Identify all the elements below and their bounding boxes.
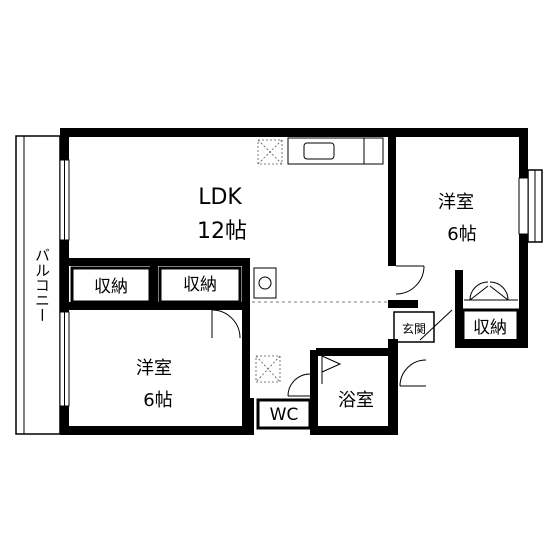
storage-left-label: 収納 (94, 277, 128, 297)
window-left-upper (59, 159, 70, 241)
window-left-lower (59, 311, 70, 407)
storage-right-label: 収納 (473, 318, 507, 338)
storage-boxes (70, 266, 520, 430)
bath-label: 浴室 (338, 390, 374, 411)
ldk-name: LDK (198, 185, 242, 210)
western-left-name: 洋室 (136, 358, 172, 379)
entrance-box (393, 311, 435, 343)
wc-label: WC (270, 405, 299, 425)
balcony: バルコニー (15, 135, 61, 435)
interior-walls (60, 128, 463, 435)
washer-space (255, 355, 281, 383)
washbasin (253, 267, 277, 299)
western-left-size: 6帖 (143, 390, 172, 411)
balcony-label: バルコニー (33, 248, 51, 323)
storage-center-label: 収納 (183, 275, 217, 295)
fridge-space (257, 139, 283, 165)
ldk-size: 12帖 (197, 219, 247, 244)
western-right-name: 洋室 (438, 192, 474, 213)
western-right-size: 6帖 (447, 224, 476, 245)
entrance-label: 玄関 (402, 321, 426, 336)
window-right (518, 169, 543, 243)
room-labels: LDK 12帖 洋室 6帖 洋室 6帖 収納 収納 収納 玄関 浴室 WC (94, 185, 507, 425)
kitchen-counter (287, 137, 384, 165)
doors (211, 265, 518, 397)
